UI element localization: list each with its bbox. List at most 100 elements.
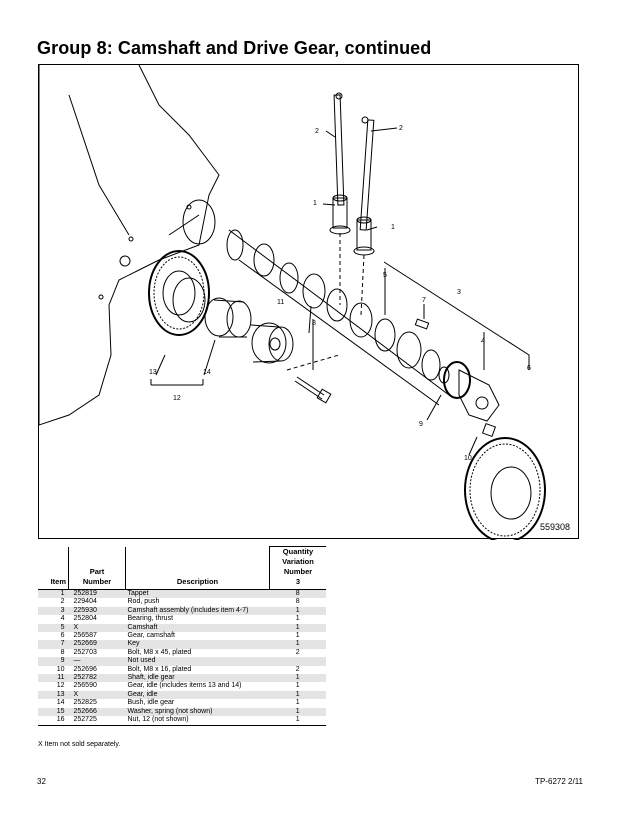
cell-part-number: 256590 bbox=[73, 682, 97, 690]
header-item: Item bbox=[38, 546, 69, 590]
cell-description: Bush, idle gear bbox=[127, 699, 175, 707]
ring-drawing bbox=[443, 361, 471, 399]
cell-description: Not used bbox=[125, 657, 270, 666]
header-qty-line4: 3 bbox=[295, 577, 301, 586]
engine-block-outline bbox=[39, 65, 220, 426]
bolt-8-drawing bbox=[294, 376, 332, 404]
callout-1-left: 1 bbox=[313, 200, 317, 207]
cell-part-number: 252669 bbox=[68, 640, 126, 649]
cell-quantity: 1 bbox=[269, 606, 326, 616]
cell-part-number: 252703 bbox=[73, 648, 97, 656]
cell-item: 14 bbox=[56, 699, 65, 707]
cam-gear-drawing bbox=[464, 437, 546, 540]
callout-2-left: 2 bbox=[315, 128, 319, 135]
tappet-right bbox=[356, 219, 372, 251]
cell-quantity: 2 bbox=[295, 648, 300, 656]
cell-quantity: 1 bbox=[269, 707, 326, 717]
cell-item: 15 bbox=[38, 707, 69, 717]
block-boss bbox=[182, 199, 216, 245]
cell-part-number: X bbox=[68, 690, 126, 700]
header-qty-line3: Number bbox=[283, 567, 313, 576]
cell-description: Camshaft bbox=[125, 623, 270, 633]
cell-part-number: 225930 bbox=[68, 606, 126, 616]
key-drawing bbox=[414, 318, 430, 330]
cell-quantity bbox=[269, 657, 326, 666]
cell-item: 13 bbox=[38, 690, 69, 700]
cell-quantity: 1 bbox=[269, 690, 326, 700]
cell-part-number: 252666 bbox=[68, 707, 126, 717]
cell-item: 5 bbox=[38, 623, 69, 633]
cell-description: Gear, idle (includes items 13 and 14) bbox=[127, 682, 242, 690]
parts-list-table: Item Part Number Description Quantity Va… bbox=[38, 546, 326, 726]
cell-item: 2 bbox=[60, 598, 65, 606]
cell-item: 12 bbox=[56, 682, 65, 690]
cell-item: 16 bbox=[38, 716, 69, 726]
cell-quantity: 1 bbox=[269, 716, 326, 726]
cell-item: 11 bbox=[38, 674, 69, 683]
cell-item: 9 bbox=[38, 657, 69, 666]
cell-item: 8 bbox=[60, 648, 65, 656]
cell-description: Bolt, M8 x 16, plated bbox=[127, 665, 192, 673]
cell-part-number: 256587 bbox=[73, 632, 97, 640]
cell-quantity: 1 bbox=[269, 640, 326, 649]
header-part-line1: Part bbox=[89, 567, 105, 576]
callout-8: 8 bbox=[312, 320, 316, 327]
push-rod-right bbox=[359, 119, 375, 231]
bush-drawing bbox=[204, 297, 252, 338]
header-qty-line2: Variation bbox=[282, 557, 314, 566]
cell-quantity: 1 bbox=[295, 682, 300, 690]
cell-description: Gear, idle bbox=[125, 690, 270, 700]
cell-part-number: 252804 bbox=[73, 615, 97, 623]
cell-part-number: 252696 bbox=[73, 665, 97, 673]
idle-shaft-drawing bbox=[250, 322, 294, 364]
cell-description: Shaft, idle gear bbox=[125, 674, 270, 683]
cell-description: Tappet bbox=[125, 589, 270, 599]
cell-quantity: 8 bbox=[295, 598, 300, 606]
callout-9: 9 bbox=[419, 421, 423, 428]
cell-item: 1 bbox=[38, 589, 69, 599]
exploded-view-drawing bbox=[39, 65, 546, 540]
page-number: 32 bbox=[37, 777, 46, 786]
cell-item: 4 bbox=[60, 615, 65, 623]
callout-10: 10 bbox=[464, 455, 472, 462]
cell-part-number: 229404 bbox=[73, 598, 97, 606]
callout-7: 7 bbox=[422, 297, 426, 304]
cell-quantity: 1 bbox=[295, 699, 300, 707]
callout-5: 5 bbox=[383, 272, 387, 279]
header-qty-line1: Quantity bbox=[282, 547, 314, 556]
callout-3: 3 bbox=[457, 289, 461, 296]
cell-quantity: 8 bbox=[269, 589, 326, 599]
bolt-10-drawing bbox=[481, 422, 497, 438]
exploded-view-figure: 2 2 1 1 5 3 7 11 8 13 14 12 4 6 9 10 559… bbox=[38, 64, 579, 540]
camshaft-drawing bbox=[226, 229, 450, 406]
cell-description: Rod, push bbox=[127, 598, 160, 606]
thrust-bearing-drawing bbox=[458, 369, 500, 422]
header-part-line2: Number bbox=[82, 577, 112, 586]
cell-part-number: 252782 bbox=[68, 674, 126, 683]
header-quantity: Quantity Variation Number 3 bbox=[269, 546, 326, 590]
cell-quantity: 1 bbox=[295, 632, 300, 640]
callout-4: 4 bbox=[481, 338, 485, 345]
callout-14: 14 bbox=[203, 369, 211, 376]
cell-item: 7 bbox=[38, 640, 69, 649]
callout-1-right: 1 bbox=[391, 224, 395, 231]
cell-part-number: 252725 bbox=[68, 716, 126, 726]
cell-item: 10 bbox=[56, 665, 65, 673]
footnote: X Item not sold separately. bbox=[38, 741, 121, 748]
page-title: Group 8: Camshaft and Drive Gear, contin… bbox=[37, 38, 432, 58]
cell-description: Gear, camshaft bbox=[127, 632, 175, 640]
table-row: 14 252825 Bush, idle gear 1 bbox=[38, 699, 326, 707]
callout-13: 13 bbox=[149, 369, 157, 376]
cell-part-number: 252825 bbox=[73, 699, 97, 707]
header-part-number: Part Number bbox=[68, 546, 126, 590]
